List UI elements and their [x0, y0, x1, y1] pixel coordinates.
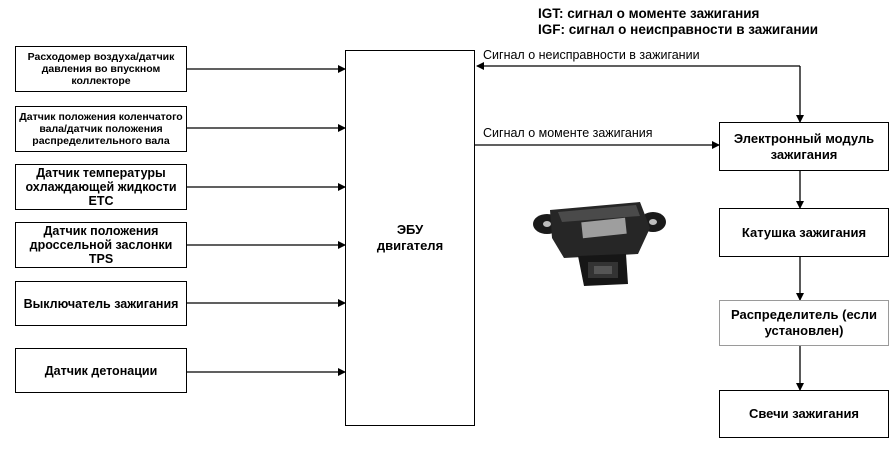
- legend-igf: IGF: сигнал о неисправности в зажигании: [538, 22, 819, 37]
- knock-sensor: Датчик детонации: [15, 348, 187, 393]
- distributor: Распределитель (если установлен): [719, 300, 889, 346]
- signal-fault-label: Сигнал о неисправности в зажигании: [483, 48, 700, 62]
- signal-timing-label: Сигнал о моменте зажигания: [483, 126, 653, 140]
- sensor-coolant-temp: Датчик температуры охлаждающей жидкости …: [15, 164, 187, 210]
- ignition-module-image: [533, 202, 666, 286]
- legend-igt: IGT: сигнал о моменте зажигания: [538, 6, 760, 21]
- ecu-block: ЭБУ двигателя: [345, 50, 475, 426]
- sensor-throttle-position: Датчик положения дроссельной заслонки TP…: [15, 222, 187, 268]
- ignition-switch: Выключатель зажигания: [15, 281, 187, 326]
- ignition-coil: Катушка зажигания: [719, 208, 889, 257]
- ecu-label-line1: ЭБУ: [396, 222, 424, 237]
- sensor-crank-cam: Датчик положения коленчатого вала/датчик…: [15, 106, 187, 152]
- spark-plugs: Свечи зажигания: [719, 390, 889, 438]
- ecu-label-line2: двигателя: [376, 238, 444, 253]
- ignition-module: Электронный модуль зажигания: [719, 122, 889, 171]
- sensor-air-flow: Расходомер воздуха/датчик давления во вп…: [15, 46, 187, 92]
